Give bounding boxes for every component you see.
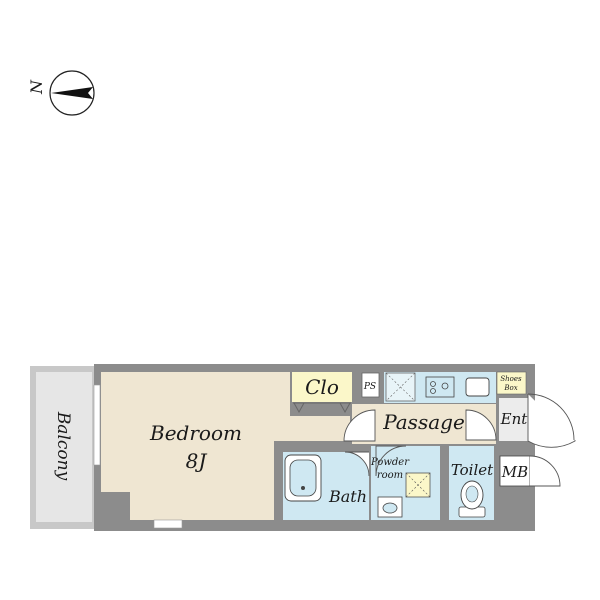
toilet-room: Toilet (449, 446, 494, 520)
bottom-window (153, 519, 183, 529)
north-label: N (27, 79, 46, 95)
balcony: Balcony (30, 366, 94, 529)
bath-label: Bath (328, 487, 367, 506)
bedroom-floor (101, 372, 350, 520)
sink-icon (465, 377, 490, 397)
mb-door-icon (529, 455, 561, 487)
mb-area (499, 455, 531, 487)
bedroom-door-icon (343, 409, 376, 442)
bedroom-size-label: 8J (186, 449, 208, 473)
kitchen (384, 372, 496, 403)
bath-door-icon (344, 451, 370, 477)
passage-label: Passage (382, 410, 465, 434)
powder-door-icon (375, 445, 407, 477)
bedroom-window (93, 384, 101, 466)
north-arrow-icon (51, 87, 93, 99)
shoes-box: Shoes Box (496, 371, 527, 395)
powder-room: Powder room (370, 445, 440, 520)
interior-doors (343, 409, 497, 442)
entrance-door-icon (527, 394, 576, 448)
ps-label: PS (363, 382, 376, 392)
meter-box: MB (499, 455, 561, 487)
balcony-label: Balcony (53, 411, 73, 481)
closet: Clo (292, 372, 352, 414)
entrance-floor (499, 398, 528, 441)
closet-label: Clo (305, 375, 339, 399)
passage-door-icon (465, 409, 497, 441)
stove-icon (425, 376, 455, 398)
pipe-space: PS (361, 372, 380, 398)
mb-label: MB (501, 463, 528, 481)
shoes-box-label-1: Shoes (500, 375, 522, 383)
closet-area (292, 372, 352, 402)
shoes-box-label-2: Box (503, 384, 517, 392)
bedroom: Bedroom 8J (93, 372, 350, 529)
shoes-box-area (496, 371, 527, 395)
powder-room-label-2: room (377, 470, 403, 481)
bathroom: Bath (283, 451, 370, 520)
entrance-label: Ent (500, 410, 529, 428)
entrance: Ent (499, 393, 576, 448)
closet-door-icon (293, 402, 305, 414)
compass: N (27, 70, 95, 116)
bedroom-label: Bedroom (149, 421, 242, 445)
pipe-space-area (361, 372, 380, 398)
toilet-label: Toilet (451, 461, 494, 479)
powder-room-label-1: Powder (370, 457, 410, 468)
